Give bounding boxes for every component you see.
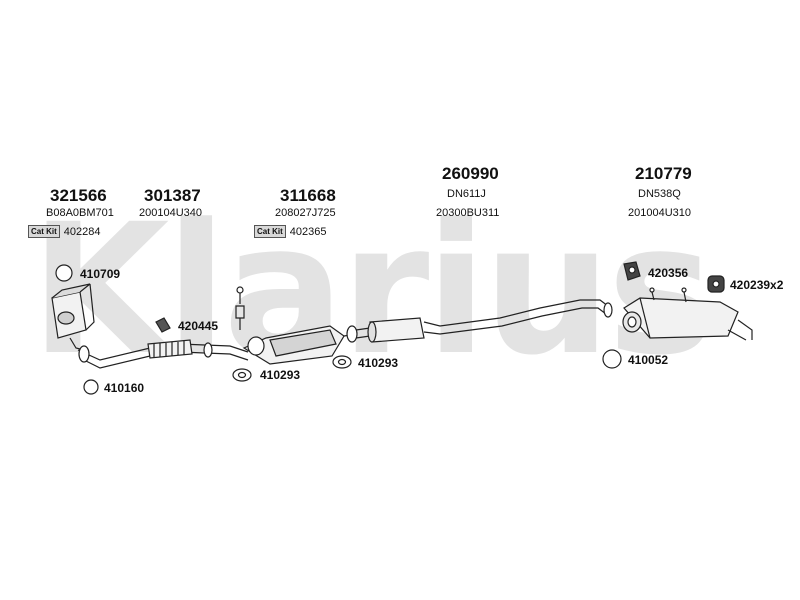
callout-410709[interactable]: 410709 (80, 267, 121, 281)
callout-410293-a[interactable]: 410293 (260, 368, 301, 382)
hanger-ring-drawing (707, 275, 725, 293)
oem-number-2: 201004U310 (628, 207, 692, 219)
cat-kit-badge: Cat Kit (28, 225, 60, 238)
callout-410052[interactable]: 410052 (628, 353, 669, 367)
middle-silencer-drawing[interactable] (346, 299, 613, 343)
rubber-hanger-drawing (623, 261, 641, 281)
cat-kit-number: 402365 (289, 225, 327, 238)
front-pipe-drawing[interactable] (77, 339, 249, 369)
callout-420356[interactable]: 420356 (648, 266, 689, 280)
manifold-catalyst-drawing[interactable] (51, 283, 95, 351)
oem-number: DN611J (447, 188, 486, 200)
cat-kit-number: 402284 (63, 225, 101, 238)
callout-410160[interactable]: 410160 (104, 381, 145, 395)
cat-kit-badge: Cat Kit (254, 225, 286, 238)
part-number: 321566 (50, 186, 107, 205)
part-number: 260990 (442, 164, 499, 183)
bolt-clamp-drawing (155, 317, 171, 333)
cat-kit: Cat Kit 402365 (254, 225, 327, 238)
lambda-sensor-drawing (235, 286, 245, 330)
brand-watermark: Klarius (30, 196, 714, 386)
callout-420239x2[interactable]: 420239x2 (730, 278, 784, 292)
oem-number-2: 20300BU311 (436, 207, 500, 219)
gasket-ring-410052 (602, 349, 622, 369)
oem-number: 200104U340 (139, 207, 203, 219)
part-number: 311668 (280, 186, 336, 205)
oem-number: DN538Q (638, 188, 681, 200)
part-number: 210779 (635, 164, 692, 183)
gasket-ring-410709 (55, 264, 73, 282)
gasket-410293-b (332, 355, 352, 369)
gasket-410293-a (232, 368, 252, 382)
callout-410293-b[interactable]: 410293 (358, 356, 399, 370)
callout-420445[interactable]: 420445 (178, 319, 219, 333)
cat-kit: Cat Kit 402284 (28, 225, 101, 238)
oem-number: 208027J725 (275, 207, 336, 219)
rear-silencer-drawing[interactable] (622, 287, 753, 341)
part-number: 301387 (144, 186, 201, 205)
gasket-ring-410160 (83, 379, 99, 395)
oem-number: B08A0BM701 (46, 207, 114, 219)
